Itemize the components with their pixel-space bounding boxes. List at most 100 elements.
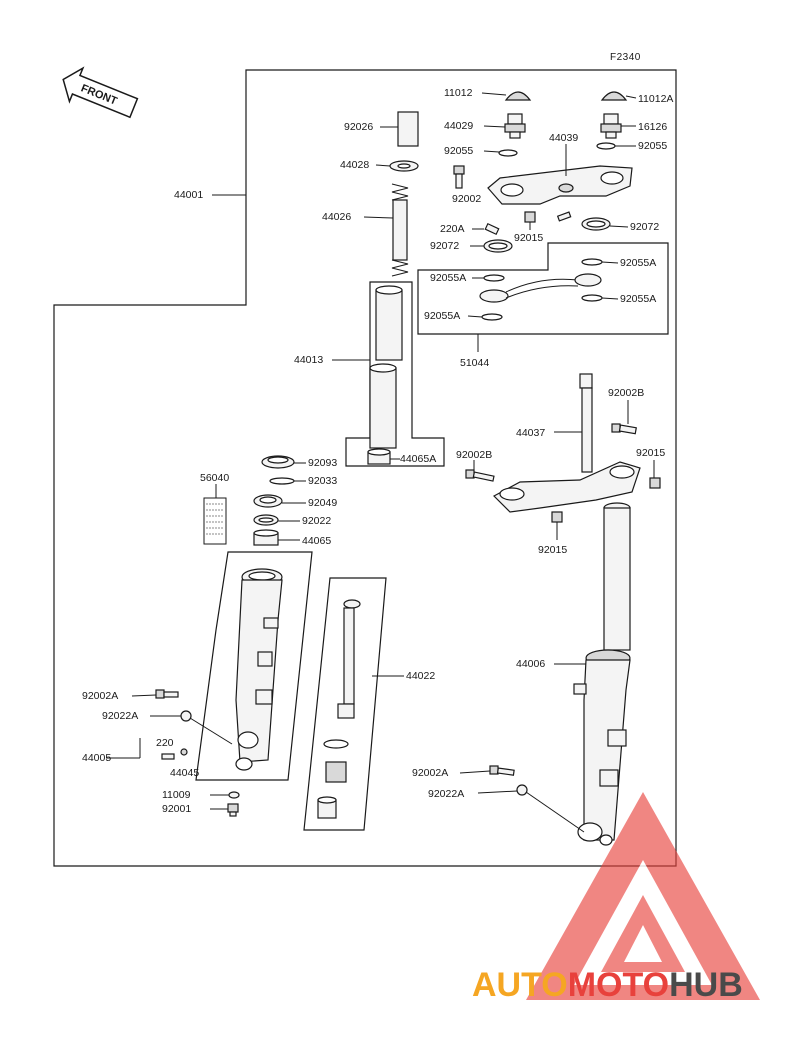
circlip-92033 <box>269 477 295 485</box>
label-92093: 92093 <box>308 457 337 469</box>
o-ring-92055a-1 <box>483 274 505 282</box>
label-56040: 56040 <box>200 472 229 484</box>
o-ring-92055-left <box>498 149 518 157</box>
label-44065a: 44065A <box>400 453 436 465</box>
label-92033: 92033 <box>308 475 337 487</box>
label-44013: 44013 <box>294 354 323 366</box>
label-92022: 92022 <box>302 515 331 527</box>
label-92055a-2: 92055A <box>620 257 656 269</box>
damper-assembly-outline <box>345 281 445 467</box>
label-92002b-left: 92002B <box>456 449 492 461</box>
watermark-hub: HUB <box>669 966 743 1004</box>
o-ring-92055a-2 <box>581 258 603 266</box>
label-220a: 220A <box>440 223 465 235</box>
adjuster-16126 <box>600 113 622 139</box>
label-11012: 11012 <box>444 87 473 99</box>
label-44001: 44001 <box>174 189 203 201</box>
label-92022a-right: 92022A <box>428 788 464 800</box>
label-92055a-4: 92055A <box>424 310 460 322</box>
label-92001: 92001 <box>162 803 191 815</box>
damper-rod-44013 <box>369 285 403 449</box>
inner-tube-44022 <box>317 599 361 819</box>
label-92055a-1: 92055A <box>430 272 466 284</box>
clamp-92072-left <box>483 239 513 253</box>
fork-tube-44006 <box>573 502 631 846</box>
bolt-92002-small <box>556 211 572 222</box>
label-44065: 44065 <box>302 535 331 547</box>
label-44045: 44045 <box>170 767 199 779</box>
label-220: 220 <box>156 737 174 749</box>
label-92002a-left: 92002A <box>82 690 118 702</box>
hose-assembly-outline <box>417 242 669 335</box>
spacer-92026 <box>397 111 419 147</box>
watermark-text: AUTOMOTOHUB <box>472 966 743 1004</box>
figure-code: F2340 <box>610 52 641 63</box>
label-92055a-3: 92055A <box>620 293 656 305</box>
watermark-moto: MOTO <box>568 966 669 1004</box>
washer-92022a-left <box>180 710 192 722</box>
bushing-44065a <box>367 448 391 465</box>
left-tube-assembly-outline <box>195 551 313 781</box>
label-92049: 92049 <box>308 497 337 509</box>
label-44022: 44022 <box>406 670 435 682</box>
label-44037: 44037 <box>516 427 545 439</box>
drain-bolt-92001 <box>227 803 239 817</box>
oil-seal-92049 <box>253 494 283 508</box>
label-11009: 11009 <box>162 789 191 801</box>
label-92055-left: 92055 <box>444 145 473 157</box>
dust-seal-92093 <box>261 455 295 469</box>
washer-92022a-right <box>516 784 528 796</box>
stem-44037 <box>579 373 593 473</box>
bolt-220a <box>484 222 500 236</box>
bolt-92002b-left <box>465 469 495 482</box>
label-51044: 51044 <box>460 357 489 369</box>
watermark-logo <box>526 792 760 1000</box>
spring-44026 <box>391 183 409 277</box>
o-ring-92055a-3 <box>581 294 603 302</box>
outer-tube-44005 <box>235 568 283 771</box>
bushing-44065 <box>253 529 279 546</box>
label-92002a-right: 92002A <box>412 767 448 779</box>
label-92002b-right: 92002B <box>608 387 644 399</box>
adjuster-44029 <box>504 113 526 139</box>
label-92072-right: 92072 <box>630 221 659 233</box>
bolt-92002a-left <box>155 689 179 699</box>
label-92055-right: 92055 <box>638 140 667 152</box>
bolt-92002-top <box>453 165 465 189</box>
lower-bracket-44037 <box>493 461 641 513</box>
label-44026: 44026 <box>322 211 351 223</box>
bolt-92002a-right <box>489 765 515 776</box>
gasket-11009 <box>228 791 240 799</box>
label-92022a-left: 92022A <box>102 710 138 722</box>
washer-92022 <box>253 514 279 526</box>
bolt-220 <box>161 753 175 760</box>
clamp-92072-right <box>581 217 611 231</box>
cap-11012a <box>600 91 628 101</box>
watermark-auto: AUTO <box>472 966 568 1004</box>
hose-51044 <box>479 273 602 303</box>
label-92015-right: 92015 <box>636 447 665 459</box>
label-44039: 44039 <box>549 132 578 144</box>
assembly-outline <box>53 69 677 867</box>
label-92015-top: 92015 <box>514 232 543 244</box>
label-92072-left: 92072 <box>430 240 459 252</box>
washer-44045 <box>180 748 188 756</box>
label-44029: 44029 <box>444 120 473 132</box>
label-sticker-56040 <box>203 497 227 545</box>
upper-bracket-44039 <box>487 165 633 205</box>
nut-92015-bottom <box>551 511 563 523</box>
label-44028: 44028 <box>340 159 369 171</box>
o-ring-92055-right <box>596 142 616 150</box>
label-92026: 92026 <box>344 121 373 133</box>
front-direction-arrow: FRONT <box>62 66 139 119</box>
bolt-92002b-right <box>611 423 637 435</box>
label-44006: 44006 <box>516 658 545 670</box>
nut-92015-top <box>524 211 536 223</box>
label-44005: 44005 <box>82 752 111 764</box>
label-92002-top: 92002 <box>452 193 481 205</box>
label-92015-bottom: 92015 <box>538 544 567 556</box>
o-ring-92055a-4 <box>481 313 503 321</box>
inner-tube-assembly-outline <box>303 577 387 831</box>
label-11012a: 11012A <box>638 93 673 105</box>
